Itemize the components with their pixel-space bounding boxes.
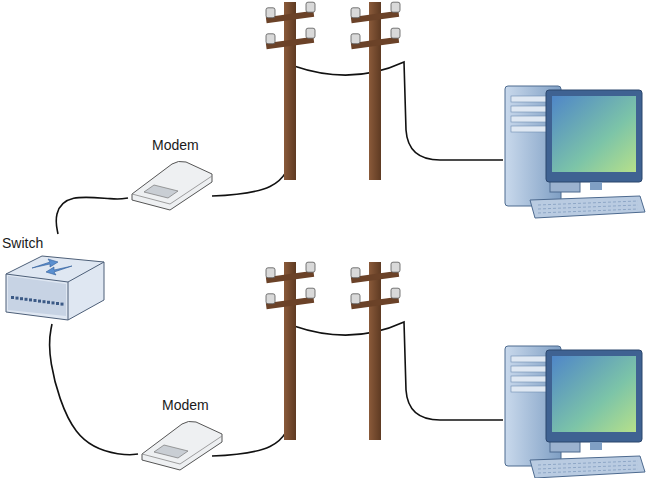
modem-body: [128, 154, 216, 212]
network-cable: [49, 324, 138, 455]
switch-body: [2, 252, 108, 324]
telephone-pole: [351, 2, 400, 180]
modem-body: [138, 414, 226, 472]
telephone-pole: [266, 262, 315, 440]
desktop-computer: [505, 346, 645, 478]
phone-wire: [212, 62, 503, 196]
desktop-computer: [505, 86, 645, 218]
line-set: [212, 2, 645, 218]
device-label: Modem: [128, 136, 216, 154]
network-cable: [56, 197, 128, 234]
modem-device: Modem: [138, 396, 226, 472]
telephone-pole: [351, 262, 400, 440]
network-switch: Switch: [2, 234, 108, 324]
phone-wire: [212, 322, 503, 456]
modem-device: Modem: [128, 136, 216, 212]
device-label: Switch: [2, 234, 108, 252]
line-set: [212, 262, 645, 478]
telephone-pole: [266, 2, 315, 180]
device-label: Modem: [138, 396, 226, 414]
